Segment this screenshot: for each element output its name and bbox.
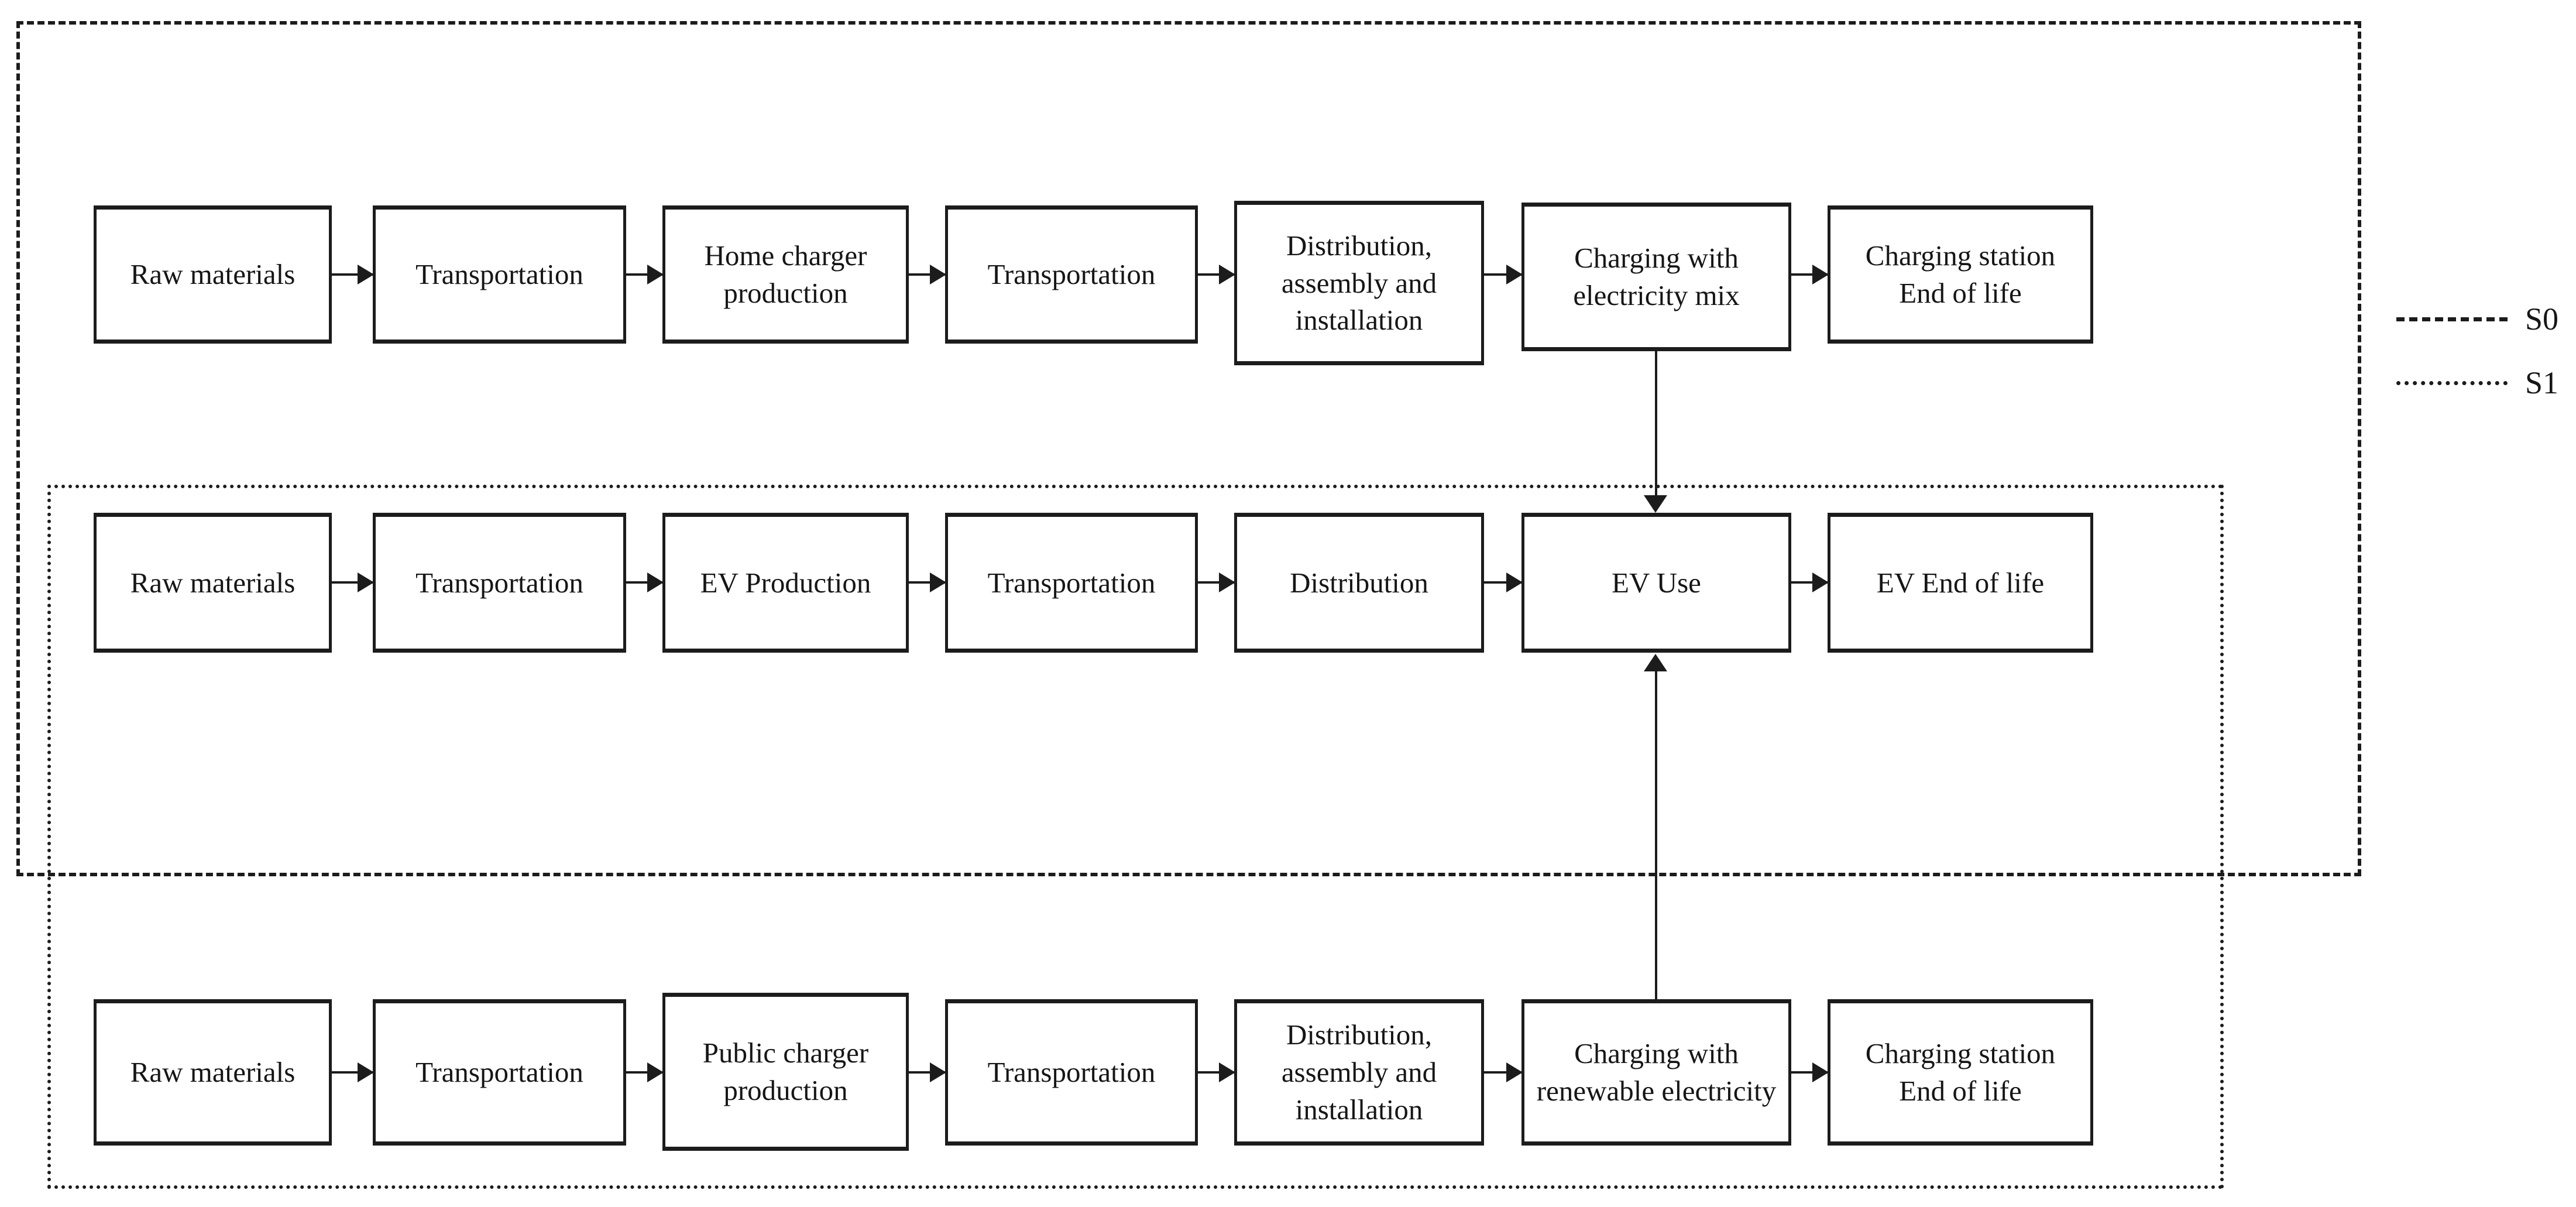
box-charging-renewable-electricity: Charging with renewable electricity bbox=[1521, 999, 1791, 1146]
arrow-right bbox=[626, 572, 664, 592]
arrow-right bbox=[1484, 1062, 1523, 1082]
arrow-right bbox=[1484, 265, 1523, 284]
dashed-line-icon bbox=[2396, 317, 2508, 321]
scenario-s0-boundary bbox=[16, 21, 2361, 876]
arrow-right bbox=[332, 265, 374, 284]
box-charging-station-end-of-life: Charging station End of life bbox=[1828, 999, 2093, 1146]
box-ev-end-of-life: EV End of life bbox=[1828, 513, 2093, 653]
dotted-line-icon bbox=[2396, 380, 2508, 385]
box-raw-materials: Raw materials bbox=[94, 205, 332, 344]
box-transportation: Transportation bbox=[945, 205, 1198, 344]
box-transportation: Transportation bbox=[373, 999, 626, 1146]
box-charging-station-end-of-life: Charging station End of life bbox=[1828, 205, 2093, 344]
arrow-right bbox=[626, 1062, 664, 1082]
arrow-right bbox=[1791, 265, 1829, 284]
box-raw-materials: Raw materials bbox=[94, 513, 332, 653]
legend-item-s1: S1 bbox=[2396, 361, 2576, 404]
box-transportation: Transportation bbox=[945, 999, 1198, 1146]
legend-label-s0: S0 bbox=[2525, 301, 2559, 337]
box-distribution-assembly-installation: Distribution, assembly and installation bbox=[1234, 999, 1484, 1146]
arrow-right bbox=[909, 265, 946, 284]
box-ev-use: EV Use bbox=[1521, 513, 1791, 653]
box-transportation: Transportation bbox=[373, 513, 626, 653]
box-transportation: Transportation bbox=[373, 205, 626, 344]
arrow-right bbox=[1198, 265, 1235, 284]
legend-label-s1: S1 bbox=[2525, 365, 2559, 400]
arrow-right bbox=[332, 1062, 374, 1082]
box-distribution-assembly-installation: Distribution, assembly and installation bbox=[1234, 201, 1484, 365]
arrow-right bbox=[626, 265, 664, 284]
scenario-s1-boundary bbox=[47, 485, 2224, 1189]
box-home-charger-production: Home charger production bbox=[662, 205, 909, 344]
arrow-down-charging-mix-to-ev-use bbox=[1644, 351, 1667, 513]
arrow-up-renewable-charging-to-ev-use bbox=[1644, 654, 1667, 999]
arrow-right bbox=[1198, 572, 1235, 592]
arrow-right bbox=[332, 572, 374, 592]
box-raw-materials: Raw materials bbox=[94, 999, 332, 1146]
box-transportation: Transportation bbox=[945, 513, 1198, 653]
legend-item-s0: S0 bbox=[2396, 297, 2576, 341]
box-ev-production: EV Production bbox=[662, 513, 909, 653]
arrow-right bbox=[1198, 1062, 1235, 1082]
arrow-right bbox=[1791, 1062, 1829, 1082]
box-distribution: Distribution bbox=[1234, 513, 1484, 653]
arrow-right bbox=[1791, 572, 1829, 592]
box-public-charger-production: Public charger production bbox=[662, 993, 909, 1151]
arrow-right bbox=[1484, 572, 1523, 592]
arrow-right bbox=[909, 572, 946, 592]
box-charging-electricity-mix: Charging with electricity mix bbox=[1521, 203, 1791, 351]
arrow-right bbox=[909, 1062, 946, 1082]
